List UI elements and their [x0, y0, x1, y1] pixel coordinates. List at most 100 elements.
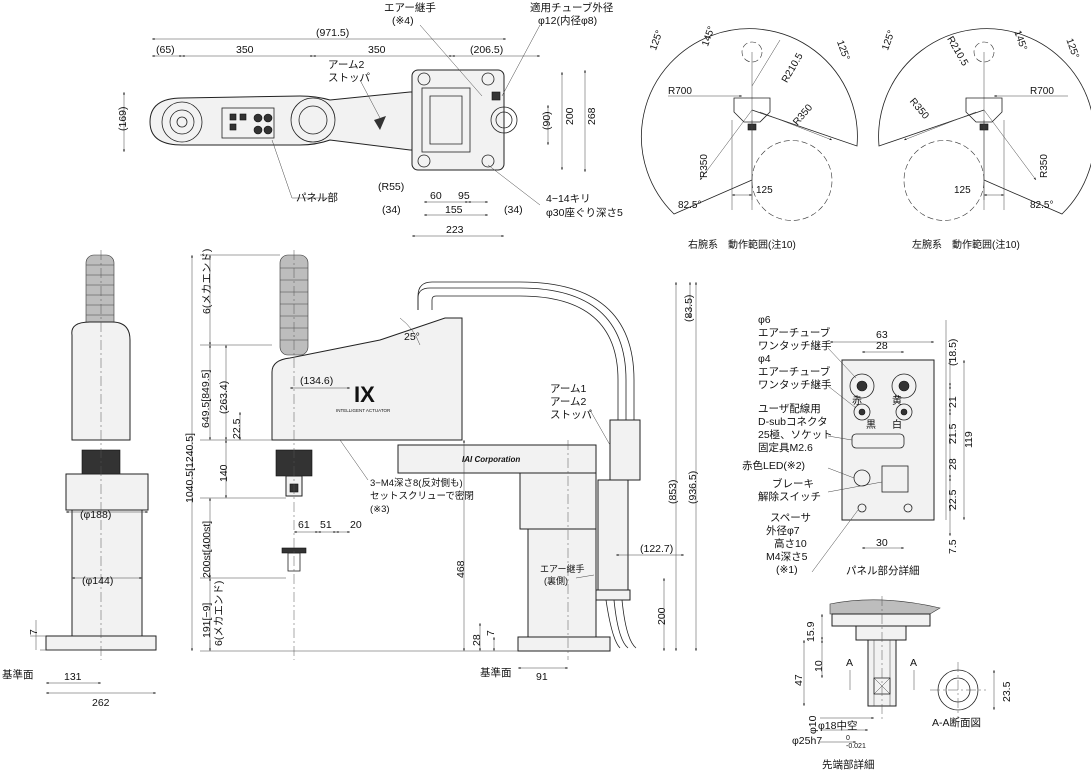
panel-item-air-tube-1: エアーチューブ: [758, 326, 831, 339]
dim-r55: (R55): [378, 181, 404, 193]
tip-dim-tol-upper: 0: [846, 735, 850, 742]
dim-268: 268: [586, 107, 598, 125]
panel-item-led: 赤色LED(※2): [742, 459, 805, 472]
dim-7: 7: [28, 629, 40, 635]
radius-350-l-b: R350: [1039, 154, 1050, 178]
dim-140: 140: [218, 464, 230, 482]
panel-label: パネル部: [296, 191, 338, 204]
panel-dim-18-5: (18.5): [947, 339, 959, 366]
range-right-caption: 右腕系 動作範囲(注10): [688, 238, 796, 251]
panel-dim-119: 119: [963, 431, 975, 448]
panel-caption: パネル部分詳細: [846, 564, 920, 577]
panel-item-spacer: スペーサ: [770, 512, 811, 524]
dim-263-4: (263.4): [218, 381, 230, 414]
dim-22-5: 22.5: [231, 418, 243, 439]
dim-853: (853): [667, 479, 679, 504]
radius-700-l: R700: [1030, 86, 1054, 97]
panel-item-dsub: D-subコネクタ: [758, 416, 828, 428]
angle-25: 25°: [404, 331, 420, 343]
section-letter-a-right: A: [910, 657, 917, 669]
color-yellow: 黄: [892, 394, 902, 407]
range-left-caption: 左腕系 動作範囲(注10): [912, 238, 1020, 251]
section-caption: A-A断面図: [932, 716, 981, 729]
angle-125-left: 125°: [648, 29, 665, 52]
dim-mech-end-top: 6(メカエンド): [201, 249, 213, 314]
screw-label-2: セットスクリューで密閉: [370, 490, 474, 502]
panel-item-brake: ブレーキ: [772, 477, 814, 490]
panel-dim-28: 28: [876, 340, 888, 352]
dim-155: 155: [445, 204, 463, 216]
range-left: [878, 28, 1091, 221]
color-white: 白: [892, 418, 902, 431]
dim-51: 51: [320, 519, 332, 531]
range-dim-125-l: 125: [954, 185, 971, 196]
angle-82-5-l: 82.5°: [1030, 200, 1053, 211]
panel-detail: [811, 320, 965, 573]
panel-dim-21: 21: [947, 396, 959, 408]
dim-95: 95: [458, 190, 470, 202]
tube-label: 適用チューブ外径: [530, 1, 614, 14]
dim-649-5: 649.5[849.5]: [200, 370, 212, 428]
panel-dim-30: 30: [876, 537, 888, 549]
side-base-label: 基準面: [480, 666, 512, 679]
front-base-label: 基準面: [2, 668, 34, 681]
radius-350-a: R350: [791, 102, 815, 128]
radius-700: R700: [668, 86, 692, 97]
tip-detail: [803, 596, 995, 743]
color-red: 赤: [852, 395, 862, 407]
dim-34-right: (34): [504, 204, 523, 216]
dim-134-6: (134.6): [300, 375, 333, 387]
side-view: [191, 250, 697, 669]
panel-item-fixture: 固定具M2.6: [758, 441, 813, 454]
counterbore-label: φ30座ぐり深さ5: [546, 206, 623, 219]
dim-20: 20: [350, 519, 362, 531]
dim-350-a: 350: [236, 44, 254, 56]
panel-item-note1: (※1): [776, 564, 798, 576]
brand-label: IAI Corporation: [462, 455, 520, 464]
dim-468: 468: [455, 560, 467, 578]
panel-dim-22-5: 22.5: [947, 489, 959, 510]
panel-item-socket: 25極、ソケット: [758, 428, 833, 441]
radius-210-5-l: R210.5: [944, 35, 970, 69]
panel-item-m4: M4深さ5: [766, 551, 808, 563]
dim-200: 200: [564, 107, 576, 125]
stopper-side-label: ストッパ: [550, 409, 592, 421]
tip-dim-phi25: φ25h7: [792, 735, 822, 747]
ix-logo: IX: [354, 382, 375, 407]
dim-65: (65): [156, 44, 175, 56]
dim-34-left: (34): [382, 204, 401, 216]
screw-label-1: 3−M4深さ8(反対側も): [370, 477, 463, 489]
dim-191: 191[−9]: [201, 603, 213, 638]
dim-83-5: (83.5): [683, 295, 695, 322]
angle-82-5: 82.5°: [678, 200, 701, 211]
angle-145: 145°: [700, 25, 717, 48]
tip-dim-15-9: 15.9: [805, 621, 817, 642]
angle-125-left-l: 125°: [880, 29, 897, 52]
dim-122-7: (122.7): [640, 543, 673, 555]
front-view: [30, 250, 157, 694]
panel-dim-21-5: 21.5: [947, 423, 959, 444]
screw-label-3: (※3): [370, 504, 390, 515]
panel-dim-28-r: 28: [947, 458, 959, 470]
stopper-label: ストッパ: [328, 72, 370, 84]
radius-350-b: R350: [699, 154, 710, 178]
panel-item-user-wiring: ユーザ配線用: [758, 402, 821, 415]
dim-91: 91: [536, 671, 548, 683]
air-joint-note: (※4): [392, 15, 414, 27]
holes-label: 4−14キリ: [546, 193, 591, 205]
dim-phi188: (φ188): [80, 509, 111, 521]
panel-detail-labels: φ6 エアーチューブ ワンタッチ継手 φ4 エアーチューブ ワンタッチ継手 ユー…: [742, 314, 975, 577]
panel-dim-63: 63: [876, 329, 888, 341]
dim-61: 61: [298, 519, 310, 531]
dim-28: 28: [471, 634, 483, 646]
tip-dim-23-5: 23.5: [1001, 681, 1013, 702]
dim-overall-length: (971.5): [316, 27, 349, 39]
color-black: 黒: [866, 419, 876, 431]
dim-90: (90): [541, 111, 553, 130]
dim-7-side: 7: [485, 630, 497, 636]
angle-145-l: 145°: [1011, 29, 1028, 52]
tip-dim-10: 10: [813, 660, 825, 672]
air-joint-side-2: (裏側): [544, 575, 568, 586]
